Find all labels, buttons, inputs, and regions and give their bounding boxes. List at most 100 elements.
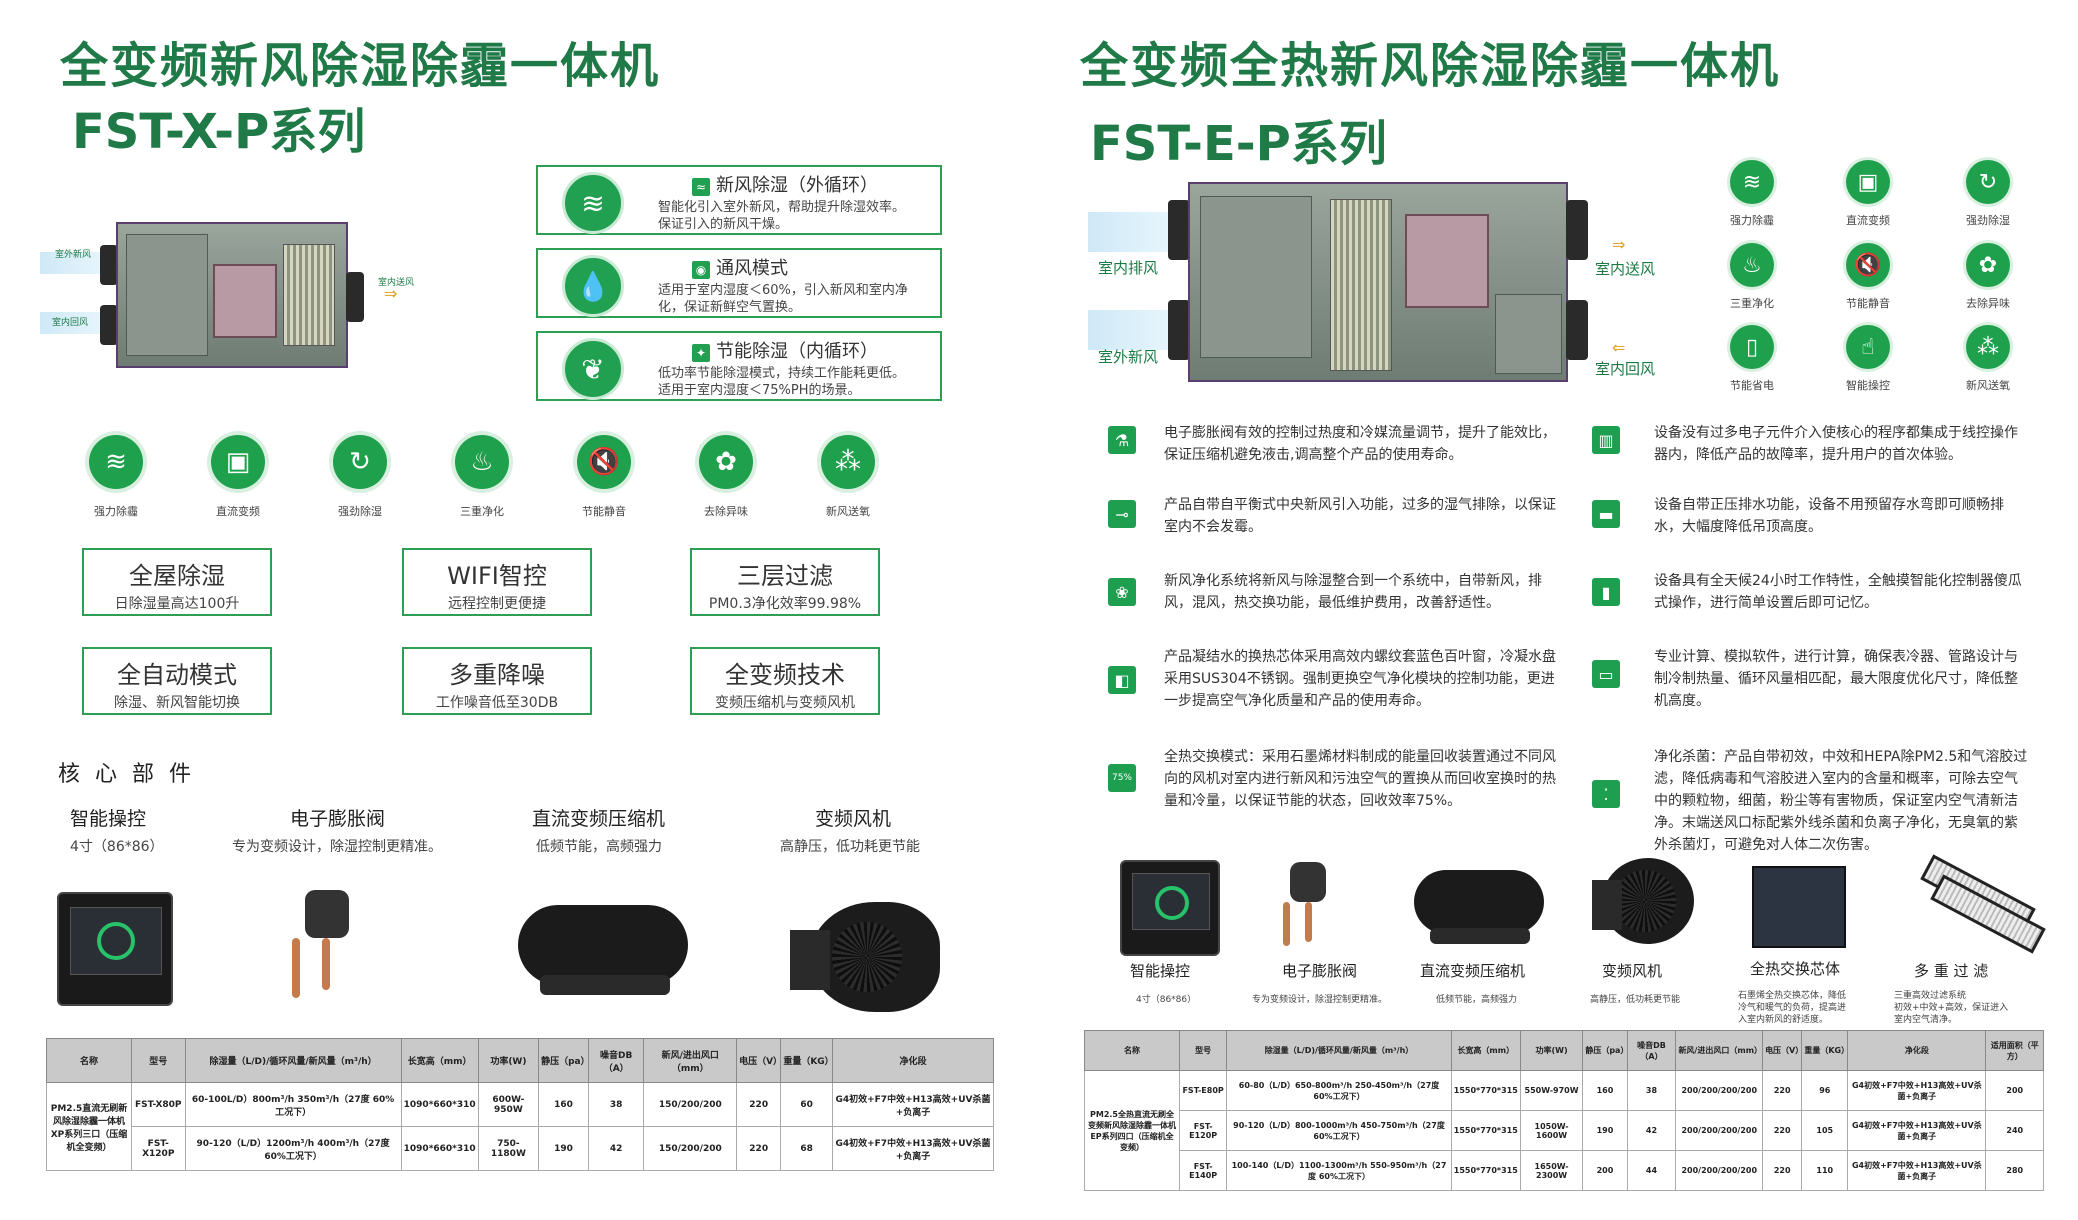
desc-text: 设备具有全天候24小时工作特性，全触摸智能化控制器傻瓜式操作，进行简单设置后即可… — [1654, 573, 2022, 611]
feature-box-wifi: WIFI智控远程控制更便捷 — [402, 548, 592, 616]
right-label-indoor-supply: 室内送风 — [1595, 260, 1656, 278]
comp-name-filter: 多 重 过 滤 — [1914, 962, 1989, 980]
comp-desc-fan: 高静压，低功耗更节能 — [1590, 995, 1681, 1005]
comp-desc-fan: 高静压，低功耗更节能 — [780, 839, 920, 855]
icon-label: 三重净化 — [460, 505, 504, 518]
cloud-haze-icon: ≋ — [1730, 160, 1774, 204]
desc-text: 专业计算、模拟软件，进行计算，确保表冷器、管路设计与制冷制热量、循环风量相匹配，… — [1654, 649, 2018, 709]
left-label-outdoor-fresh: 室外新风 — [55, 250, 92, 260]
oxygen-icon: ⁂ — [1966, 325, 2010, 369]
leaf-icon: ❦ — [562, 338, 624, 400]
desc-text: 净化杀菌：产品自带初效，中效和HEPA除PM2.5和气溶胶过滤，降低病毒和气溶胶… — [1654, 749, 2028, 853]
desc-text: 设备自带正压排水功能，设备不用预留存水弯即可顺畅排水，大幅度降低吊顶高度。 — [1654, 497, 2004, 535]
supply-arrow-icon: ⇒ — [384, 284, 398, 303]
dc-inverter-icon: ▣ — [211, 435, 265, 489]
mode-title: ✦节能除湿（内循环） — [692, 337, 878, 363]
th-ports: 新风/进出风口（mm） — [643, 1038, 738, 1083]
right-label-indoor-exhaust: 室内排风 — [1098, 259, 1159, 277]
heat-exchange-core-image — [1752, 866, 1846, 948]
name-cell: PM2.5全热直流无刷全变频新风除湿除霾一体机EP系列四口（压缩机全变频） — [1084, 1070, 1180, 1191]
th-noise: 噪音DB（A） — [1626, 1030, 1677, 1071]
touch-controller-icon: ▮ — [1592, 578, 1620, 606]
icon-label: 强劲除湿 — [1966, 214, 2010, 227]
comp-name-compressor: 直流变频压缩机 — [532, 808, 666, 830]
right-series: FST-E-P系列 — [1090, 116, 1387, 172]
leaf-drop-icon: ♨ — [455, 435, 509, 489]
fresh-air-icon: ⊸ — [1108, 500, 1136, 528]
th-capacity: 除湿量（L/D)/循环风量/新风量（m³/h） — [1226, 1030, 1452, 1071]
th-size: 长宽高（mm） — [400, 1038, 479, 1083]
comp-name-fan: 变频风机 — [1602, 962, 1663, 980]
th-name: 名称 — [1084, 1030, 1180, 1071]
feature-box-auto-mode: 全自动模式除湿、新风智能切换 — [82, 647, 272, 715]
th-capacity: 除湿量（L/D)/循环风量/新风量（m³/h） — [184, 1038, 402, 1083]
icon-label: 节能省电 — [1730, 379, 1774, 392]
th-pressure: 静压（pa） — [538, 1038, 590, 1083]
sterilize-icon: ⁚ — [1592, 780, 1620, 808]
icon-label: 去除异味 — [704, 505, 748, 518]
mute-speaker-icon: 🔇 — [1846, 243, 1890, 287]
comp-name-fan: 变频风机 — [815, 808, 892, 830]
th-weight: 重量（KG） — [780, 1038, 834, 1083]
mode-box-fresh-dehumidify: ≋ ≈新风除湿（外循环） 智能化引入室外新风，帮助提升除湿效率。保证引入的新风干… — [536, 165, 942, 235]
left-label-indoor-return: 室内回风 — [52, 318, 89, 328]
cloud-haze-icon: ≋ — [89, 435, 143, 489]
mode-bullet-icon: ≈ — [692, 178, 710, 196]
control-panel-image — [57, 892, 173, 1006]
odor-icon: ✿ — [699, 435, 753, 489]
desc-text: 设备没有过多电子元件介入使核心的程序都集成于线控操作器内，降低产品的故障率，提升… — [1654, 425, 2018, 463]
return-arrow-icon: ⇐ — [1612, 338, 1626, 357]
mode-bullet-icon: ◉ — [692, 261, 710, 279]
battery-icon: ▯ — [1730, 325, 1774, 369]
th-area: 适用面积（平方） — [1985, 1030, 2044, 1071]
oxygen-icon: ⁂ — [821, 435, 875, 489]
control-panel-image — [1120, 860, 1220, 956]
expansion-valve-icon: ⚗ — [1108, 426, 1136, 454]
leaf-drop-icon: ♨ — [1730, 243, 1774, 287]
smart-control-icon: ☝ — [1846, 325, 1890, 369]
comp-desc-valve: 专为变频设计，除湿控制更精准。 — [232, 839, 442, 855]
purification-icon: ❀ — [1108, 578, 1136, 606]
th-purify: 净化段 — [831, 1038, 995, 1083]
comp-desc-valve: 专为变频设计，除湿控制更精准。 — [1252, 995, 1388, 1005]
desc-text: 新风净化系统将新风与除湿整合到一个系统中，自带新风，排风，混风，热交换功能，最低… — [1164, 573, 1542, 611]
mode-title: ≈新风除湿（外循环） — [692, 171, 878, 197]
heat-exchanger-icon: ◧ — [1108, 666, 1136, 694]
th-ports: 新风/进出风口（mm） — [1675, 1030, 1764, 1071]
mode-box-ventilation: 💧 ◉通风模式 适用于室内湿度＜60%，引入新风和室内净化，保证新鲜空气置换。 — [536, 248, 942, 318]
icon-label: 去除异味 — [1966, 297, 2010, 310]
th-voltage: 电压（V） — [1762, 1030, 1803, 1071]
mode-box-energy-saving: ❦ ✦节能除湿（内循环） 低功率节能除湿模式，持续工作能耗更低。适用于室内湿度＜… — [536, 331, 942, 401]
comp-name-core: 全热交换芯体 — [1750, 960, 1841, 978]
th-model: 型号 — [131, 1038, 186, 1083]
right-label-outdoor-fresh: 室外新风 — [1098, 348, 1159, 366]
icon-label: 直流变频 — [216, 505, 260, 518]
comp-desc-control: 4寸（86*86） — [1136, 995, 1197, 1005]
icon-label: 新风送氧 — [1966, 379, 2010, 392]
supply-arrow-icon: ⇒ — [1612, 235, 1626, 254]
th-name: 名称 — [46, 1038, 132, 1083]
icon-label: 强力除霾 — [1730, 214, 1774, 227]
th-noise: 噪音DB（A） — [587, 1038, 645, 1083]
drain-icon: ▬ — [1592, 500, 1620, 528]
dc-inverter-icon: ▣ — [1846, 160, 1890, 204]
th-power: 功率(W) — [1519, 1030, 1584, 1071]
th-power: 功率(W) — [477, 1038, 540, 1083]
desc-text: 全热交换模式：采用石墨烯材料制成的能量回收装置通过不同风向的风机对室内进行新风和… — [1164, 749, 1556, 809]
icon-label: 节能静音 — [582, 505, 626, 518]
wind-icon: ≋ — [562, 172, 624, 234]
icon-label: 智能操控 — [1846, 379, 1890, 392]
comp-desc-control: 4寸（86*86） — [70, 839, 164, 855]
th-purify: 净化段 — [1847, 1030, 1987, 1071]
droplet-cycle-icon: ↻ — [333, 435, 387, 489]
mode-bullet-icon: ✦ — [692, 344, 710, 362]
odor-icon: ✿ — [1966, 243, 2010, 287]
droplet-icon: 💧 — [562, 255, 624, 317]
right-spec-table: 名称 型号 除湿量（L/D)/循环风量/新风量（m³/h） 长宽高（mm） 功率… — [1084, 1030, 2044, 1191]
comp-name-valve: 电子膨胀阀 — [290, 808, 386, 830]
th-weight: 重量（KG） — [1801, 1030, 1849, 1071]
